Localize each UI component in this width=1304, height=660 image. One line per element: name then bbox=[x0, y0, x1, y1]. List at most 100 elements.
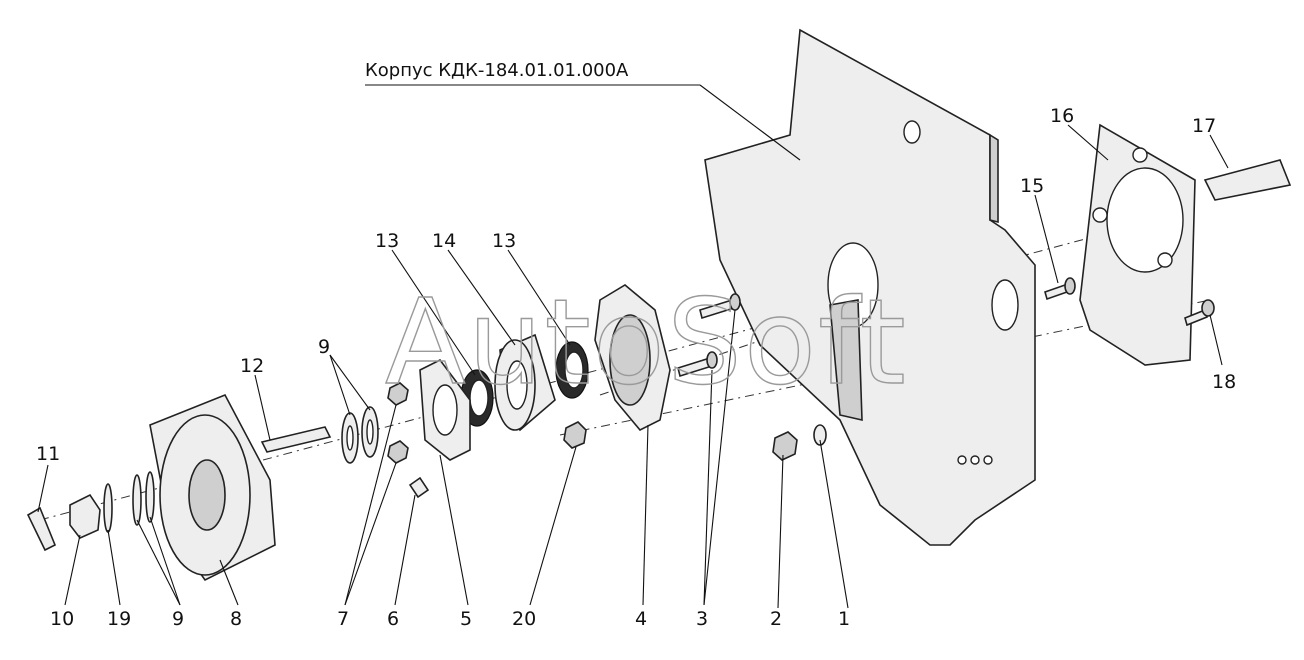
callout-labels: 1 2 3 4 5 6 7 8 9 9 10 11 12 13 14 13 15… bbox=[36, 105, 1236, 630]
watermark: AutoSoft bbox=[385, 273, 908, 411]
leader-10 bbox=[64, 534, 81, 606]
nut-20 bbox=[563, 421, 587, 449]
callout-9-lower: 9 bbox=[172, 608, 184, 630]
shaft-17-body bbox=[1203, 159, 1292, 201]
leader-14 bbox=[447, 249, 516, 346]
leader-7a bbox=[344, 404, 397, 606]
callout-5: 5 bbox=[460, 608, 472, 630]
pin-11-body bbox=[26, 506, 57, 552]
bolt-18-head bbox=[1201, 299, 1215, 317]
pulley-8 bbox=[149, 393, 276, 582]
flange-16-hole-b bbox=[1092, 207, 1108, 223]
callout-9-upper: 9 bbox=[318, 336, 330, 358]
flange-16-bore bbox=[1106, 167, 1184, 273]
callout-4: 4 bbox=[635, 608, 647, 630]
washer-9-c bbox=[132, 474, 142, 526]
nut-7-upper bbox=[387, 382, 409, 406]
bolts-3 bbox=[677, 293, 741, 378]
washer-9-a-hole bbox=[346, 425, 354, 451]
bolt-15 bbox=[1044, 277, 1076, 301]
nut-10 bbox=[69, 493, 101, 539]
leader-9b bbox=[329, 354, 371, 411]
nut-7-lower bbox=[387, 440, 409, 464]
title-leader bbox=[699, 84, 801, 161]
housing-small-hole-3 bbox=[983, 455, 993, 465]
bearing-14-bore bbox=[506, 360, 528, 410]
grease-fitting-6 bbox=[408, 476, 430, 499]
nut-2 bbox=[772, 431, 798, 461]
bolt-15-head bbox=[1064, 277, 1076, 295]
callout-7: 7 bbox=[337, 608, 349, 630]
bearing-14 bbox=[494, 333, 556, 432]
leader-8 bbox=[219, 559, 239, 606]
bolt-18 bbox=[1184, 299, 1215, 327]
housing-plate-edge bbox=[989, 133, 999, 224]
housing-small-hole-1 bbox=[957, 455, 967, 465]
flange-16-hole-a bbox=[1132, 147, 1148, 163]
leader-12 bbox=[254, 374, 271, 441]
callout-20: 20 bbox=[512, 608, 536, 630]
washer-1-body bbox=[813, 424, 827, 446]
key-12-body bbox=[260, 426, 332, 453]
callout-11: 11 bbox=[36, 443, 60, 465]
leader-11 bbox=[37, 464, 49, 513]
washer-9-b-hole bbox=[366, 419, 374, 445]
leader-9a bbox=[329, 354, 351, 416]
seal-13-right bbox=[555, 341, 589, 399]
callout-3: 3 bbox=[696, 608, 708, 630]
leader-16 bbox=[1067, 124, 1109, 161]
fitting-6-body bbox=[408, 476, 430, 499]
assembly-title: Корпус КДК-184.01.01.000А bbox=[365, 60, 629, 81]
leader-19 bbox=[107, 529, 121, 606]
washer-19-body bbox=[103, 483, 113, 533]
nut-10-body bbox=[69, 493, 101, 539]
housing-top-hole bbox=[903, 120, 921, 144]
leader-6 bbox=[394, 494, 416, 606]
bolt-18-shank bbox=[1184, 308, 1208, 327]
bearing-housing-4 bbox=[594, 284, 671, 431]
callout-10: 10 bbox=[50, 608, 74, 630]
callout-18: 18 bbox=[1212, 371, 1236, 393]
bolt-15-shank bbox=[1044, 283, 1068, 301]
callout-1: 1 bbox=[838, 608, 850, 630]
callout-12: 12 bbox=[240, 355, 264, 377]
washer-9-d bbox=[145, 471, 155, 523]
leader-3a bbox=[703, 369, 713, 606]
flange-16-hole-c bbox=[1157, 252, 1173, 268]
leader-7b bbox=[344, 462, 397, 606]
flange-5-bore bbox=[432, 384, 458, 436]
callout-19: 19 bbox=[107, 608, 131, 630]
callout-13-right: 13 bbox=[492, 230, 516, 252]
housing-side-hole bbox=[991, 279, 1019, 331]
leader-18 bbox=[1209, 314, 1223, 366]
shaft-17 bbox=[1203, 159, 1292, 201]
seal-13-right-inner bbox=[564, 351, 584, 389]
leader-lines bbox=[37, 84, 1229, 609]
seal-13-left-inner bbox=[469, 379, 489, 417]
nuts-7 bbox=[387, 382, 409, 464]
callout-14: 14 bbox=[432, 230, 456, 252]
washer-19 bbox=[103, 483, 113, 533]
leader-4 bbox=[642, 424, 649, 606]
key-12 bbox=[260, 426, 332, 453]
leader-9c bbox=[136, 519, 181, 606]
washers-9-shaft bbox=[341, 406, 379, 464]
leader-15 bbox=[1034, 194, 1059, 284]
leader-9d bbox=[149, 516, 181, 606]
leader-5 bbox=[439, 454, 469, 606]
leader-20 bbox=[529, 446, 577, 606]
flange-5 bbox=[419, 358, 471, 461]
bolt-3-lower-head bbox=[706, 351, 718, 369]
leader-2 bbox=[777, 454, 784, 609]
leader-13a bbox=[391, 249, 476, 376]
housing-slot bbox=[829, 299, 863, 422]
leader-17 bbox=[1209, 134, 1229, 169]
washers-9-pulley bbox=[132, 471, 155, 526]
leader-13b bbox=[507, 249, 571, 346]
callout-17: 17 bbox=[1192, 115, 1216, 137]
leader-3b bbox=[703, 309, 736, 606]
bearing-flange-16 bbox=[1079, 123, 1196, 366]
washer-1 bbox=[813, 424, 827, 446]
housing-small-hole-2 bbox=[970, 455, 980, 465]
